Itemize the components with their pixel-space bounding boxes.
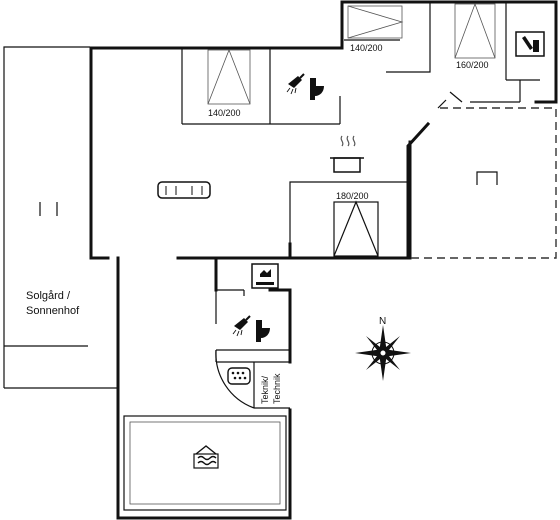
terrace-marker (476, 171, 498, 185)
compass-rose-icon: N (355, 316, 411, 381)
technik-label: Teknik/ Technik (260, 373, 282, 404)
pool-icon (193, 445, 219, 469)
toilet-shower-icon-lower (232, 315, 270, 342)
pool (123, 415, 287, 511)
cooking-pot-icon (330, 135, 364, 173)
neighbor-label-line1: Solgård / (26, 290, 71, 302)
neighbor-label-line2: Sonnenhof (26, 305, 80, 317)
technik-label-line2: Technik (272, 373, 282, 404)
bed-140-top: 140/200 (347, 5, 404, 53)
bed-180: 180/200 (333, 191, 379, 257)
bed-160-label: 160/200 (456, 60, 489, 70)
bed-140-top-label: 140/200 (350, 43, 383, 53)
neighbor-building: Solgård / Sonnenhof (3, 46, 117, 389)
technik-label-line1: Teknik/ (260, 375, 270, 404)
toilet-shower-icon (286, 73, 324, 100)
whirlpool-icon (227, 367, 251, 385)
bed-160: 160/200 (454, 2, 496, 70)
bed-140-left-label: 140/200 (208, 108, 241, 118)
bed-140-left: 140/200 (207, 48, 251, 118)
compass-north-label: N (379, 316, 386, 327)
washing-machine-icon (515, 31, 545, 57)
sauna-icon (251, 263, 279, 289)
terrace-outline (410, 107, 557, 259)
sofa-icon (157, 181, 211, 199)
interior-walls (181, 2, 540, 409)
exterior-walls (89, 0, 558, 520)
bed-180-label: 180/200 (336, 191, 369, 201)
